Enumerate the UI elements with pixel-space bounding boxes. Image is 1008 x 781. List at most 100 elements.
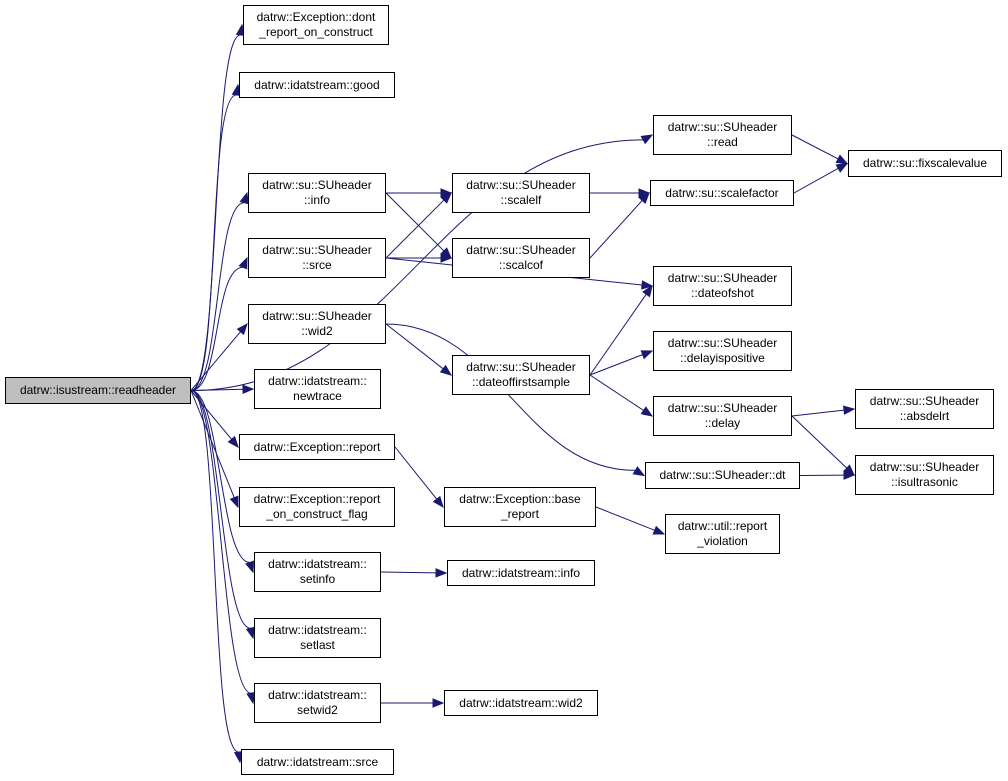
node-label: setlast [300,638,335,652]
node-label: datrw::su::SUheader [262,178,372,192]
arrowhead-root-to-exc_report [227,435,239,449]
node-idatstream-setinfo[interactable]: datrw::idatstream::setinfo [254,552,381,592]
call-edge-root-to-ids_setwid2 [190,390,252,694]
node-label: datrw::su::SUheader [667,271,778,285]
node-label: _on_construct_flag [266,507,368,521]
node-exception-report-on-construct-flag[interactable]: datrw::Exception::report_on_construct_fl… [239,487,395,527]
call-edge-scalefactor-to-fixscale [793,167,839,194]
node-label: datrw::Exception::report [253,439,381,454]
node-label: datrw::idatstream:: [268,557,367,571]
arrowhead-scalefactor-to-fixscale [835,162,849,173]
arrowhead-su_scalcof-to-scalefactor [638,192,650,204]
node-label: datrw::idatstream:: [268,688,367,702]
node-label: datrw::Exception::report [253,492,381,506]
node-label: ::info [303,193,330,207]
node-suheader-info[interactable]: datrw::su::SUheader::info [248,173,386,213]
arrowhead-root-to-ids_newtrace [242,384,255,394]
node-label: ::dateofshot [691,286,754,300]
node-idatstream-info[interactable]: datrw::idatstream::info [447,560,595,586]
node-label: setwid2 [297,703,338,717]
arrowhead-root-to-su_srce [238,256,248,270]
node-suheader-scalelf[interactable]: datrw::su::SUheader::scalelf [452,173,590,213]
node-suheader-delayispositive[interactable]: datrw::su::SUheader::delayispositive [653,331,792,371]
node-exception-base-report[interactable]: datrw::Exception::base_report [444,487,596,527]
call-edge-root-to-su_srce [190,266,244,391]
node-label: datrw::idatstream::srce [256,754,379,769]
node-label: datrw::su::fixscalevalue [862,156,988,170]
node-label: datrw::Exception::dont [256,10,376,24]
arrowhead-su_dateoff-to-su_delaypos [640,350,654,360]
node-exception-dont-report-on-construct[interactable]: datrw::Exception::dont_report_on_constru… [243,5,389,45]
node-suheader-isultrasonic[interactable]: datrw::su::SUheader::isultrasonic [855,455,994,495]
node-exception-report[interactable]: datrw::Exception::report [239,434,395,460]
node-idatstream-setwid2[interactable]: datrw::idatstream::setwid2 [254,683,381,723]
node-label: datrw::su::SUheader [262,309,372,323]
node-idatstream-setlast[interactable]: datrw::idatstream::setlast [254,618,381,658]
arrowhead-root-to-su_wid2 [236,322,248,336]
node-label: ::dateoffirstsample [472,375,570,389]
node-label: datrw::su::SUheader [869,460,980,474]
node-idatstream-wid2[interactable]: datrw::idatstream::wid2 [444,690,598,716]
arrowhead-root-to-su_read [640,134,654,145]
node-suheader-absdelrt[interactable]: datrw::su::SUheader::absdelrt [855,389,994,429]
node-suheader-delay[interactable]: datrw::su::SUheader::delay [653,396,792,436]
call-edge-su_info-to-su_scalcof [385,192,445,252]
node-suheader-dt[interactable]: datrw::su::SUheader::dt [645,462,800,489]
node-label: datrw::util::report [677,519,768,533]
node-label: datrw::su::SUheader [466,360,576,374]
node-suheader-dateofshot[interactable]: datrw::su::SUheader::dateofshot [653,266,792,306]
node-label: datrw::idatstream::info [461,565,581,580]
node-label: datrw::su::SUheader::dt [659,468,786,482]
call-edge-su_read-to-fixscale [791,134,839,160]
call-edge-su_delay-to-su_isultra [791,415,848,469]
call-edge-su_scalcof-to-scalefactor [589,200,643,259]
node-label: newtrace [293,389,342,403]
arrowhead-su_srce-to-su_scalcof [440,253,453,263]
node-label: datrw::idatstream:: [268,623,367,637]
node-label: _report_on_construct [259,25,373,39]
call-edge-su_wid2-to-su_dateoff [385,323,444,370]
arrowhead-su_dateoff-to-su_delay [640,406,654,417]
call-edge-root-to-exc_report [190,390,232,440]
node-label: datrw::su::SUheader [466,178,576,192]
arrowhead-root-to-ids_setinfo [245,560,255,574]
call-graph-edges [190,23,856,764]
node-suheader-wid2[interactable]: datrw::su::SUheader::wid2 [248,304,386,344]
arrowhead-su_srce-to-su_dateofshot [641,280,654,290]
node-label: datrw::su::SUheader [667,336,778,350]
node-idatstream-good[interactable]: datrw::idatstream::good [239,72,395,98]
node-label: ::srce [302,258,332,272]
call-edge-root-to-su_wid2 [190,331,241,391]
node-suheader-dateoffirstsample[interactable]: datrw::su::SUheader::dateoffirstsample [452,355,590,395]
arrowhead-root-to-ids_setlast [245,626,256,640]
call-edge-exc_report-to-exc_base [394,446,438,500]
node-idatstream-newtrace[interactable]: datrw::idatstream::newtrace [254,369,381,409]
arrowhead-su_dt-to-su_isultra [843,470,856,480]
node-util-report-violation[interactable]: datrw::util::report_violation [665,514,780,554]
call-edge-root-to-ids_setlast [190,390,251,629]
node-label: _violation [697,534,748,548]
node-label: datrw::su::SUheader [466,243,576,257]
call-edge-root-to-ids_setinfo [190,390,250,564]
arrowhead-su_delay-to-su_absdelrt [843,405,856,415]
call-edge-ids_setinfo-to-ids_info [380,571,437,574]
arrowhead-su_wid2-to-su_dateoff [439,364,453,376]
node-su-fixscalevalue[interactable]: datrw::su::fixscalevalue [848,150,1002,177]
node-label: ::read [707,135,738,149]
node-suheader-srce[interactable]: datrw::su::SUheader::srce [248,238,386,278]
node-label: datrw::idatstream:: [268,374,367,388]
node-suheader-scalcof[interactable]: datrw::su::SUheader::scalcof [452,238,590,278]
arrowhead-su_read-to-fixscale [835,154,849,165]
node-su-scalefactor[interactable]: datrw::su::scalefactor [650,180,794,206]
call-edge-root-to-exc_report_flag [190,390,235,498]
arrowhead-su_dateoff-to-su_dateofshot [642,284,653,298]
call-edge-root-to-ids_good [190,94,237,391]
call-edge-root-to-su_info [190,202,245,391]
node-idatstream-srce[interactable]: datrw::idatstream::srce [241,749,394,775]
call-edge-su_dateoff-to-su_delaypos [589,354,643,376]
node-suheader-read[interactable]: datrw::su::SUheader::read [653,115,792,155]
call-edge-exc_base-to-util_violation [595,506,655,531]
call-edge-root-to-ids_srce [190,390,239,753]
node-label: ::delayispositive [680,351,765,365]
